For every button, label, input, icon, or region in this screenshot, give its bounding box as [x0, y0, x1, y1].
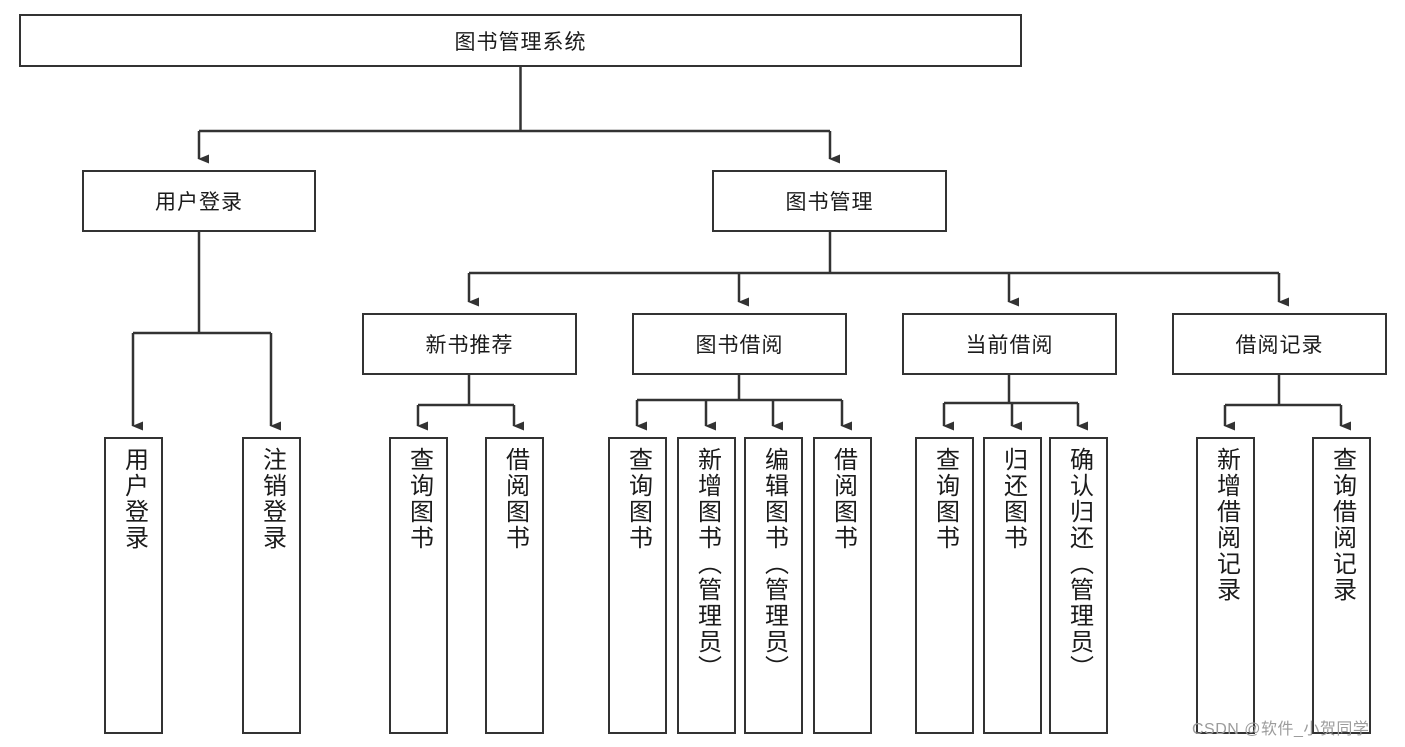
node-label: 新书推荐 — [425, 334, 514, 357]
leaf-query-book-borrow[interactable]: 查询图书 — [608, 437, 667, 734]
leaf-edit-book-admin[interactable]: 编辑图书（管理员） — [744, 437, 803, 734]
node-book-management[interactable]: 图书管理 — [712, 170, 947, 232]
csdn-watermark: CSDN @软件_小贺同学 — [1192, 721, 1370, 738]
leaf-logout[interactable]: 注销登录 — [242, 437, 301, 734]
node-label: 借阅记录 — [1235, 334, 1324, 357]
leaf-return-book[interactable]: 归还图书 — [983, 437, 1042, 734]
node-label: 归还图书 — [999, 447, 1027, 551]
node-label: 用户登录 — [120, 447, 148, 551]
node-borrow-record[interactable]: 借阅记录 — [1172, 313, 1387, 375]
node-label: 查询借阅记录 — [1328, 447, 1356, 603]
leaf-query-book-newbook[interactable]: 查询图书 — [389, 437, 448, 734]
leaf-user-login[interactable]: 用户登录 — [104, 437, 163, 734]
node-label: 图书借阅 — [695, 334, 784, 357]
node-book-borrow[interactable]: 图书借阅 — [632, 313, 847, 375]
node-label: 编辑图书（管理员） — [760, 447, 788, 681]
leaf-borrow-book[interactable]: 借阅图书 — [813, 437, 872, 734]
node-label: 查询图书 — [931, 447, 959, 551]
node-label: 借阅图书 — [829, 447, 857, 551]
node-user-login[interactable]: 用户登录 — [82, 170, 316, 232]
node-book-management-system[interactable]: 图书管理系统 — [19, 14, 1022, 67]
node-label: 新增借阅记录 — [1212, 447, 1240, 603]
leaf-query-book-current[interactable]: 查询图书 — [915, 437, 974, 734]
leaf-add-borrow-record[interactable]: 新增借阅记录 — [1196, 437, 1255, 734]
node-label: 当前借阅 — [965, 334, 1054, 357]
node-new-book-recommend[interactable]: 新书推荐 — [362, 313, 577, 375]
leaf-borrow-book-newbook[interactable]: 借阅图书 — [485, 437, 544, 734]
node-label: 查询图书 — [405, 447, 433, 551]
node-label: 图书管理 — [785, 191, 874, 214]
leaf-add-book-admin[interactable]: 新增图书（管理员） — [677, 437, 736, 734]
leaf-query-borrow-record[interactable]: 查询借阅记录 — [1312, 437, 1371, 734]
node-label: 确认归还（管理员） — [1065, 447, 1093, 681]
node-label: 查询图书 — [624, 447, 652, 551]
node-current-borrow[interactable]: 当前借阅 — [902, 313, 1117, 375]
node-label: 注销登录 — [258, 447, 286, 551]
node-label: 新增图书（管理员） — [693, 447, 721, 681]
node-label: 图书管理系统 — [454, 30, 587, 54]
node-label: 用户登录 — [155, 191, 243, 214]
node-label: 借阅图书 — [501, 447, 529, 551]
leaf-confirm-return-admin[interactable]: 确认归还（管理员） — [1049, 437, 1108, 734]
